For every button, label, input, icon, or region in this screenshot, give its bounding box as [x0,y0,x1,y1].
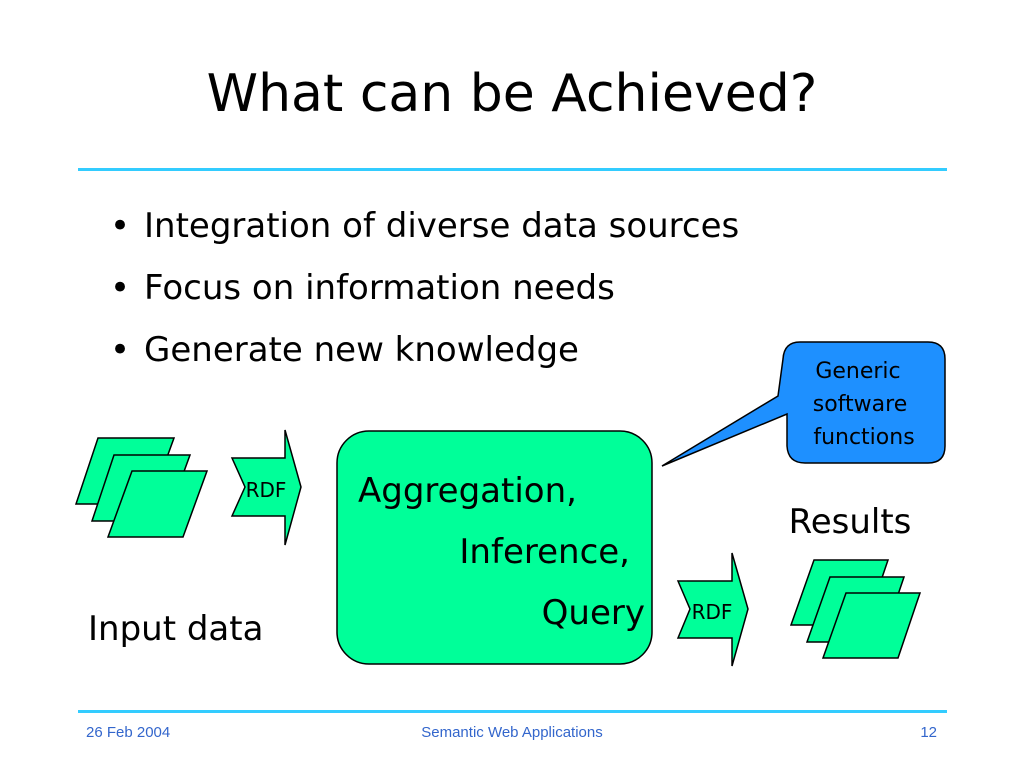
bullet-item: • Focus on information needs [110,268,739,330]
footer-page-number: 12 [920,724,937,741]
results-stack-icon [789,559,922,659]
bullet-list: • Integration of diverse data sources • Fo… [110,206,739,392]
slide-title: What can be Achieved? [206,64,818,124]
bullet-item: • Generate new knowledge [110,330,739,392]
bullet-dot-icon: • [110,268,131,308]
input-data-label: Input data [88,609,263,649]
results-label: Results [789,502,912,542]
process-line: Query [542,593,645,633]
bullet-item: • Integration of diverse data sources [110,206,739,268]
bullet-dot-icon: • [110,206,131,246]
callout-line: functions [813,425,914,450]
rdf-out-label: RDF [692,600,733,624]
bullet-text: Focus on information needs [144,268,615,308]
process-line: Inference, [459,532,630,572]
footer-title: Semantic Web Applications [421,724,603,741]
callout-line: software [813,392,907,417]
title-divider [78,168,947,171]
callout-line: Generic [815,359,900,384]
input-data-stack-icon [74,437,209,538]
process-box [336,430,653,665]
process-line: Aggregation, [358,471,577,511]
bullet-text: Generate new knowledge [144,330,579,370]
footer-date: 26 Feb 2004 [86,724,171,741]
rdf-in-arrow-icon [230,429,302,546]
callout-bubble [661,341,946,467]
rdf-in-label: RDF [246,478,287,502]
footer-divider [78,710,947,713]
bullet-dot-icon: • [110,330,131,370]
bullet-text: Integration of diverse data sources [144,206,740,246]
rdf-out-arrow-icon [676,552,749,667]
